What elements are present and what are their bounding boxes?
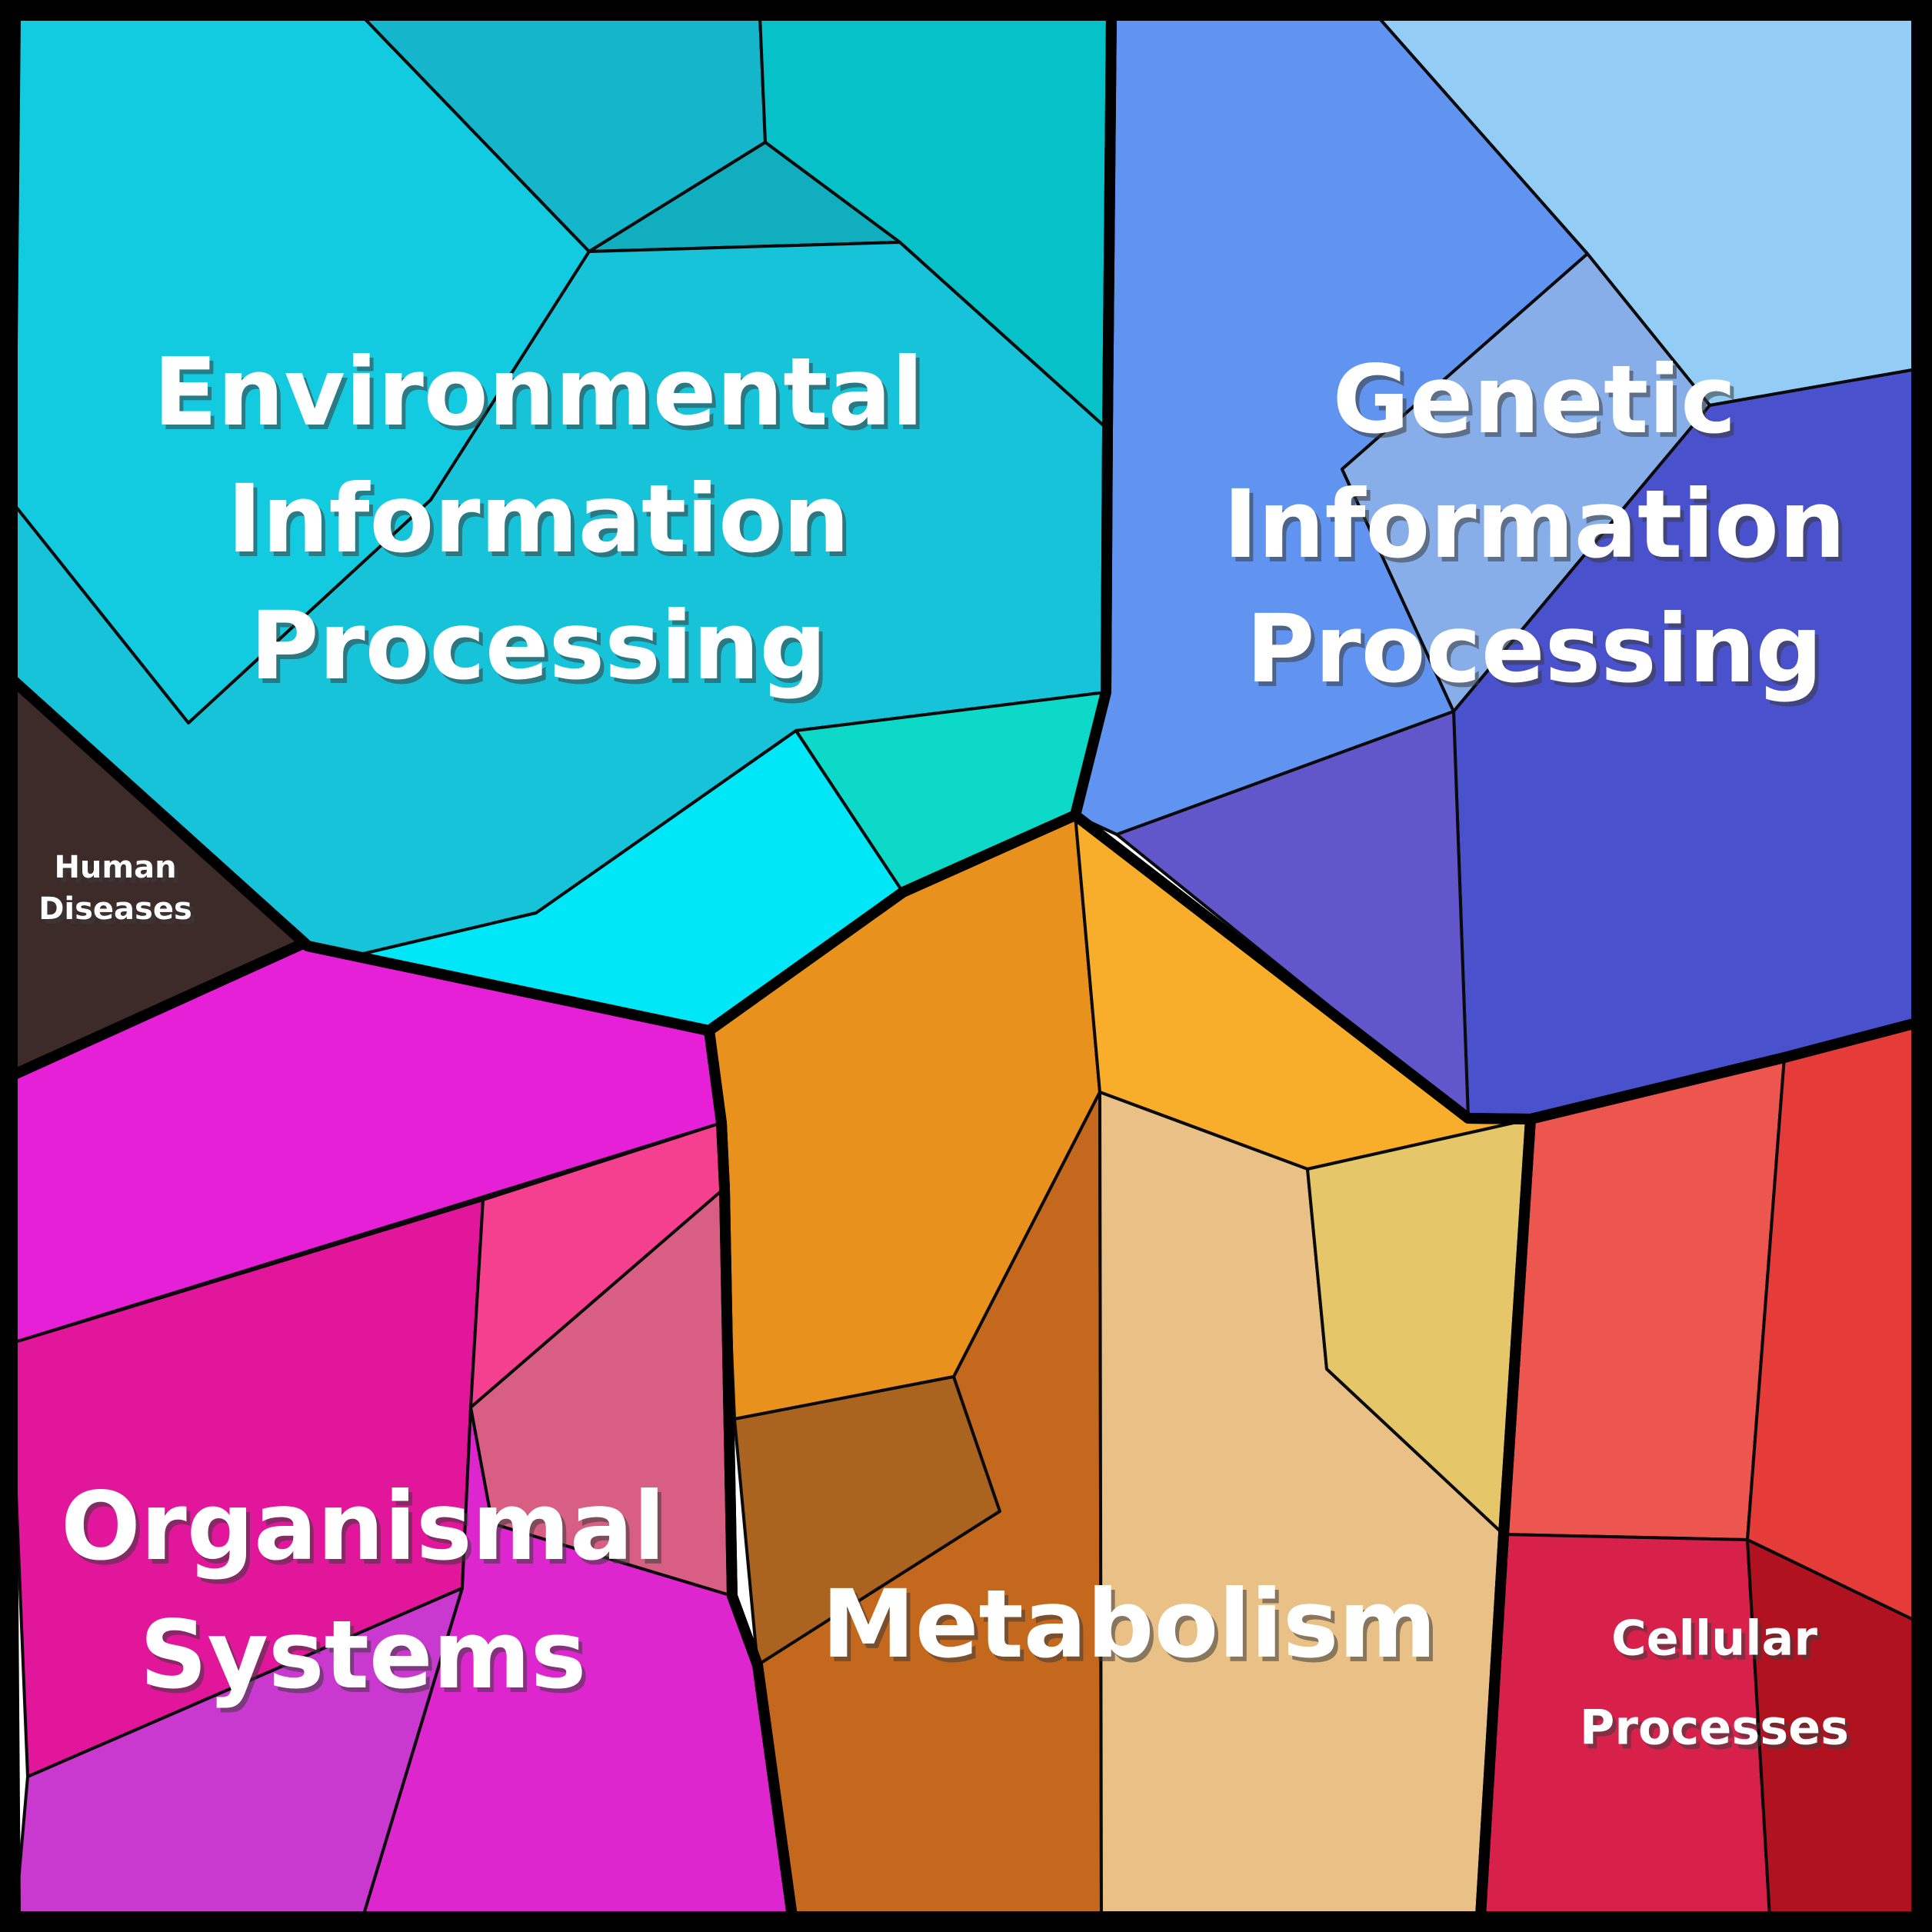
- region-label-cellular-processes-line-1: Cellular: [1611, 1611, 1817, 1667]
- region-label-genetic-information-processing-line-3-shadow: Processing: [1250, 599, 1827, 708]
- region-label-organismal-systems-line-2-shadow: Systems: [144, 1605, 591, 1714]
- region-label-environmental-information-processing-line-1: Environmental: [153, 338, 924, 447]
- region-label-metabolism-line-1-shadow: Metabolism: [825, 1574, 1440, 1684]
- region-label-genetic-information-processing-line-1: Genetic: [1333, 345, 1737, 455]
- region-label-human-diseases-line-2: Diseases: [38, 891, 192, 927]
- region-label-organismal-systems-line-1-shadow: Organismal: [65, 1477, 669, 1586]
- region-label-cellular-processes-line-1-shadow: Cellular: [1615, 1615, 1821, 1671]
- region-label-human-diseases-line-2-shadow: Diseases: [42, 896, 196, 931]
- region-label-environmental-information-processing-line-3-shadow: Processing: [254, 596, 831, 705]
- region-label-metabolism-line-1: Metabolism: [821, 1570, 1436, 1679]
- region-label-genetic-information-processing-line-2: Information: [1223, 470, 1846, 579]
- region-label-organismal-systems-line-1: Organismal: [61, 1472, 665, 1581]
- region-label-environmental-information-processing-line-2-shadow: Information: [231, 469, 854, 578]
- cell-cp-1: [1502, 1056, 1786, 1541]
- region-label-genetic-information-processing-line-1-shadow: Genetic: [1337, 350, 1740, 459]
- region-label-cellular-processes-line-2-shadow: Processes: [1584, 1704, 1853, 1760]
- region-label-genetic-information-processing-line-2-shadow: Information: [1227, 475, 1850, 584]
- region-label-environmental-information-processing-line-1-shadow: Environmental: [157, 342, 928, 451]
- region-label-cellular-processes-line-2: Processes: [1580, 1700, 1849, 1756]
- region-label-human-diseases-line-1: Human: [54, 850, 176, 885]
- region-label-genetic-information-processing-line-3: Processing: [1246, 595, 1823, 704]
- region-label-environmental-information-processing-line-3: Processing: [250, 591, 827, 701]
- region-label-environmental-information-processing-line-2: Information: [227, 465, 850, 574]
- region-label-organismal-systems-line-2: Systems: [140, 1601, 587, 1710]
- region-label-human-diseases-line-1-shadow: Human: [58, 854, 180, 890]
